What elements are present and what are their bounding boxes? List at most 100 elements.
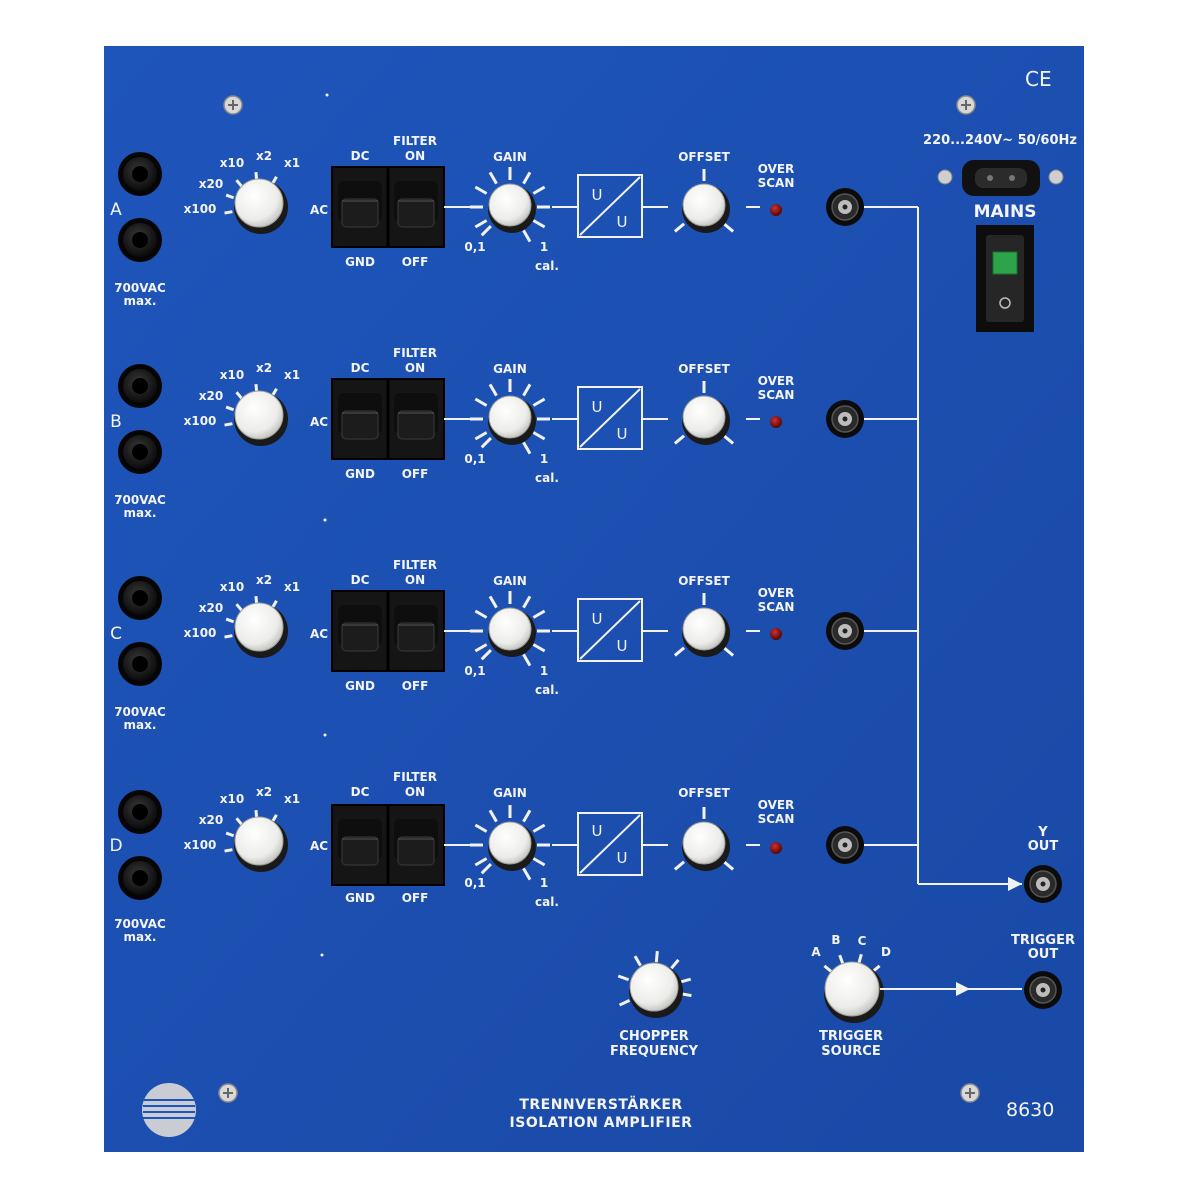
trigger-out-label-line1: TRIGGER bbox=[1011, 933, 1075, 948]
offset-control-a[interactable] bbox=[673, 169, 735, 233]
range-x2-label: x2 bbox=[255, 149, 273, 163]
model-number: 8630 bbox=[1006, 1099, 1055, 1121]
mains-socket[interactable] bbox=[937, 160, 1064, 196]
offset-knob[interactable] bbox=[682, 821, 730, 871]
mains-voltage-label: 220...240V~ 50/60Hz bbox=[923, 133, 1077, 148]
input-jack-a-bottom[interactable] bbox=[118, 218, 162, 262]
offset-label: OFFSET bbox=[678, 574, 730, 588]
chopper-label-line2: FREQUENCY bbox=[609, 1044, 699, 1059]
gain-knob[interactable] bbox=[488, 821, 536, 871]
switch-block-c bbox=[331, 590, 445, 672]
filter-label-line1: FILTER bbox=[393, 770, 437, 784]
range-x20-label: x20 bbox=[198, 601, 224, 615]
filter-switch-b[interactable] bbox=[394, 393, 438, 440]
chopper-frequency-control[interactable] bbox=[617, 951, 692, 1018]
gain-cal-label: cal. bbox=[535, 259, 559, 273]
gain-control-c[interactable] bbox=[470, 591, 550, 667]
filter-label-line2: ON bbox=[404, 785, 426, 799]
offset-label: OFFSET bbox=[678, 362, 730, 376]
gain-control-a[interactable] bbox=[470, 167, 550, 243]
coupling-gnd-label: GND bbox=[345, 679, 375, 693]
coupling-gnd-label: GND bbox=[345, 891, 375, 905]
offset-knob[interactable] bbox=[682, 395, 730, 445]
switch-block-b bbox=[331, 378, 445, 460]
y-out-bnc[interactable] bbox=[1024, 865, 1062, 903]
overscan-led-d bbox=[770, 842, 782, 854]
range-x100-label: x100 bbox=[183, 202, 217, 216]
overscan-label-line2: SCAN bbox=[757, 388, 795, 402]
offset-control-c[interactable] bbox=[673, 593, 735, 657]
mains-power-switch[interactable] bbox=[976, 225, 1034, 332]
gain-control-d[interactable] bbox=[470, 805, 550, 881]
coupling-switch-d[interactable] bbox=[338, 819, 382, 866]
coupling-dc-label: DC bbox=[350, 361, 370, 375]
channel-output-bnc-a[interactable] bbox=[826, 188, 864, 226]
trigger-source-selector[interactable] bbox=[823, 953, 884, 1023]
isolator-u-bottom: U bbox=[616, 213, 628, 231]
coupling-switch-a[interactable] bbox=[338, 181, 382, 228]
range-x20-label: x20 bbox=[198, 177, 224, 191]
offset-control-d[interactable] bbox=[673, 807, 735, 871]
filter-switch-c[interactable] bbox=[394, 605, 438, 652]
coupling-ac-label: AC bbox=[309, 415, 329, 429]
input-jack-b-bottom[interactable] bbox=[118, 430, 162, 474]
gain-min-label: 0,1 bbox=[464, 876, 486, 890]
coupling-switch-c[interactable] bbox=[338, 605, 382, 652]
overscan-led-a bbox=[770, 204, 782, 216]
channel-b bbox=[118, 364, 918, 474]
y-out-label-line1: Y bbox=[1038, 825, 1048, 840]
channel-output-bnc-c[interactable] bbox=[826, 612, 864, 650]
range-selector-c[interactable] bbox=[224, 596, 288, 658]
filter-off-label: OFF bbox=[401, 467, 429, 481]
input-jack-d-top[interactable] bbox=[118, 790, 162, 834]
trigger-source-pos-c: C bbox=[857, 934, 867, 948]
input-jack-a-top[interactable] bbox=[118, 152, 162, 196]
range-x10-label: x10 bbox=[219, 792, 245, 806]
channel-letter: C bbox=[110, 624, 122, 644]
max-voltage-label: 700VAC bbox=[114, 281, 166, 295]
range-x100-label: x100 bbox=[183, 838, 217, 852]
trigger-out-bnc[interactable] bbox=[1024, 971, 1062, 1009]
input-jack-c-bottom[interactable] bbox=[118, 642, 162, 686]
gain-control-b[interactable] bbox=[470, 379, 550, 455]
range-selector-a[interactable] bbox=[224, 172, 288, 234]
range-knob[interactable] bbox=[234, 602, 288, 658]
ce-mark: CE bbox=[1025, 67, 1052, 91]
channel-letter: B bbox=[110, 412, 122, 432]
offset-knob[interactable] bbox=[682, 607, 730, 657]
range-selector-b[interactable] bbox=[224, 384, 288, 446]
offset-control-b[interactable] bbox=[673, 381, 735, 445]
channel-output-bnc-d[interactable] bbox=[826, 826, 864, 864]
range-selector-d[interactable] bbox=[224, 810, 288, 872]
nps-logo bbox=[142, 1083, 196, 1137]
channel-output-bnc-b[interactable] bbox=[826, 400, 864, 438]
gain-min-label: 0,1 bbox=[464, 664, 486, 678]
range-knob[interactable] bbox=[234, 390, 288, 446]
overscan-led-c bbox=[770, 628, 782, 640]
input-jack-c-top[interactable] bbox=[118, 576, 162, 620]
gain-knob[interactable] bbox=[488, 395, 536, 445]
filter-off-label: OFF bbox=[401, 679, 429, 693]
offset-label: OFFSET bbox=[678, 150, 730, 164]
offset-knob[interactable] bbox=[682, 183, 730, 233]
filter-off-label: OFF bbox=[401, 891, 429, 905]
filter-switch-a[interactable] bbox=[394, 181, 438, 228]
isolator-u-top: U bbox=[591, 186, 603, 204]
filter-label-line2: ON bbox=[404, 573, 426, 587]
switch-block-d bbox=[331, 804, 445, 886]
filter-label-line2: ON bbox=[404, 361, 426, 375]
input-jack-b-top[interactable] bbox=[118, 364, 162, 408]
chopper-knob[interactable] bbox=[629, 962, 683, 1018]
trigger-source-knob[interactable] bbox=[824, 961, 884, 1023]
filter-switch-d[interactable] bbox=[394, 819, 438, 866]
filter-label-line1: FILTER bbox=[393, 346, 437, 360]
gain-knob[interactable] bbox=[488, 607, 536, 657]
isolation-symbol bbox=[577, 598, 643, 662]
gain-max-label: 1 bbox=[539, 452, 549, 466]
gain-label: GAIN bbox=[493, 362, 527, 376]
range-knob[interactable] bbox=[234, 178, 288, 234]
gain-knob[interactable] bbox=[488, 183, 536, 233]
range-knob[interactable] bbox=[234, 816, 288, 872]
coupling-switch-b[interactable] bbox=[338, 393, 382, 440]
input-jack-d-bottom[interactable] bbox=[118, 856, 162, 900]
